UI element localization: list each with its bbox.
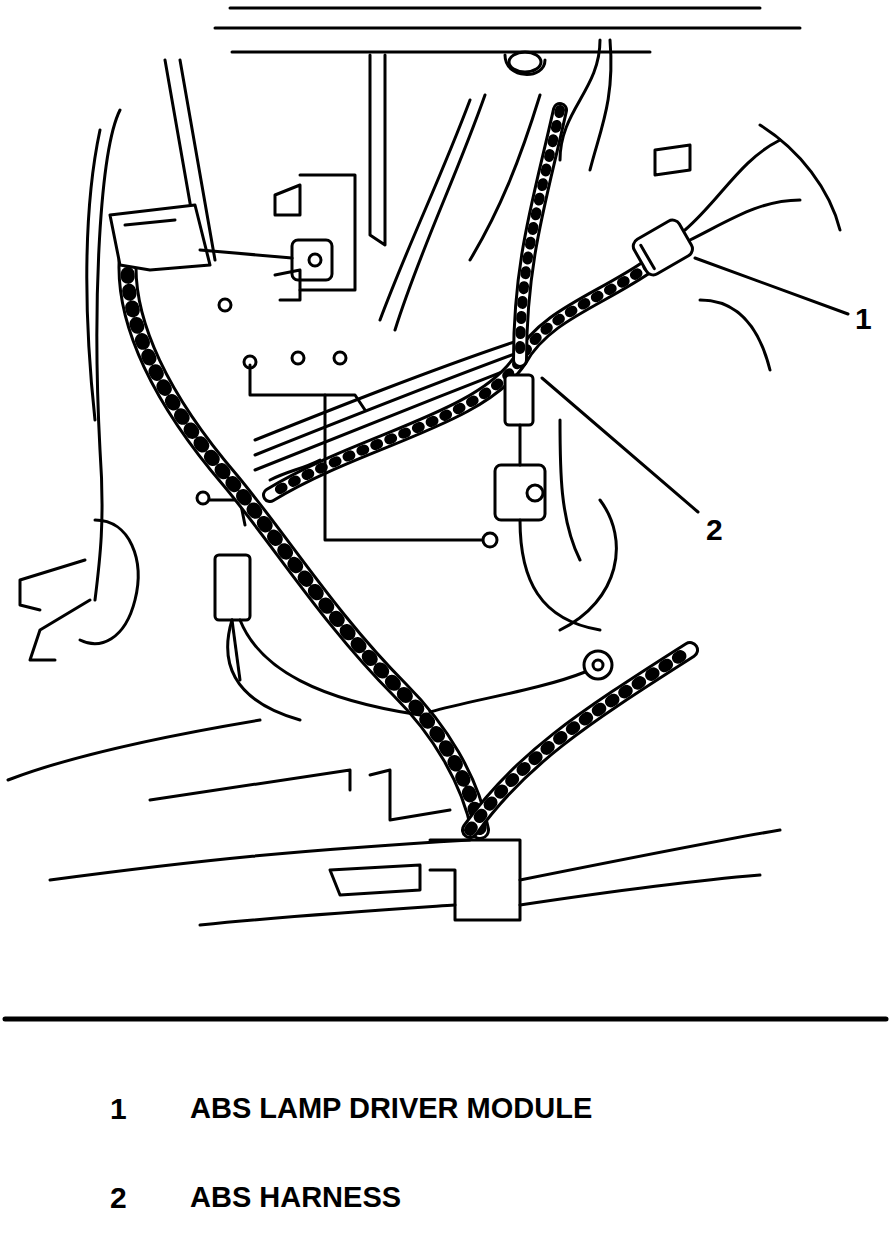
part-name: ABS LAMP DRIVER MODULE <box>190 1094 592 1123</box>
callout-number: 2 <box>706 515 723 545</box>
part-name: ABS HARNESS <box>190 1183 401 1212</box>
legend-number: 2 <box>110 1183 127 1213</box>
legend-number: 1 <box>110 1094 127 1124</box>
callout-number: 1 <box>855 304 872 334</box>
